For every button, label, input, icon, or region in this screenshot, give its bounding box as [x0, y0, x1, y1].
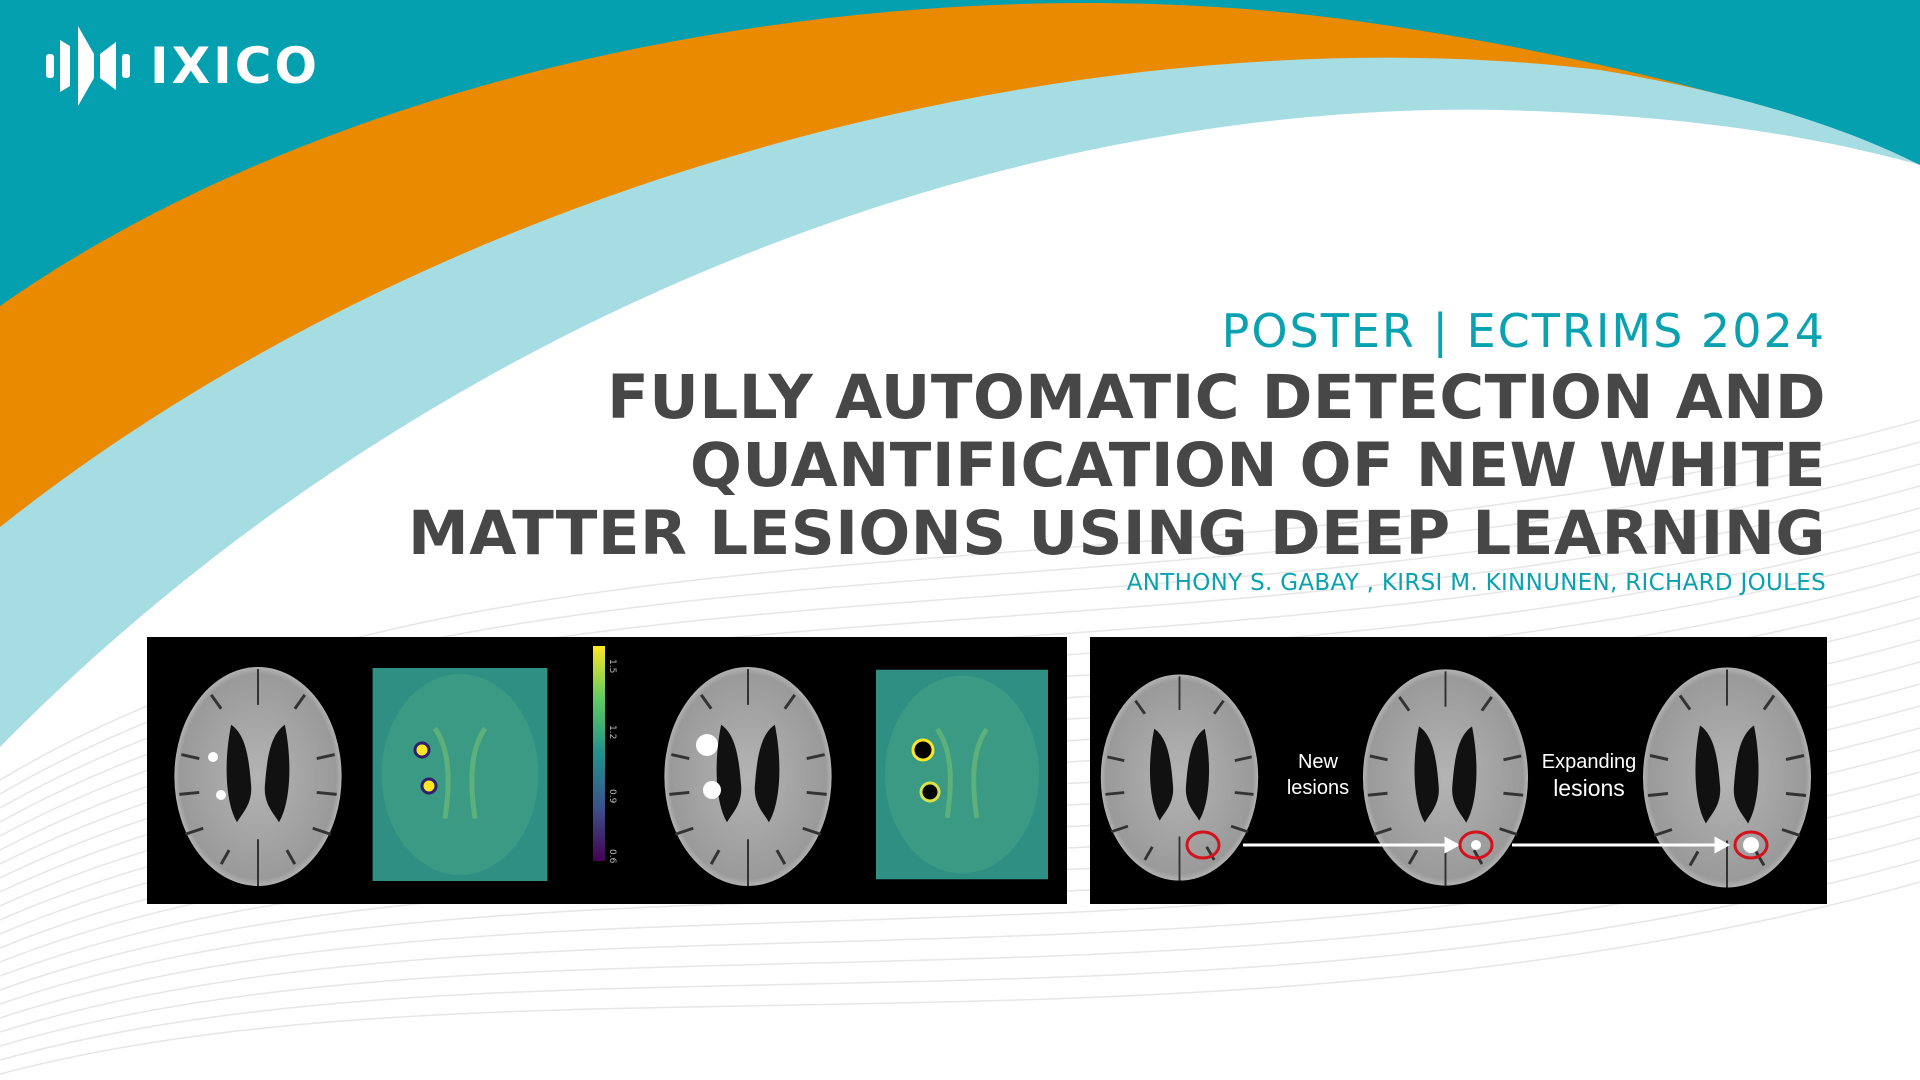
lesion-spot — [696, 734, 718, 756]
heatmap-lesion — [919, 781, 941, 803]
label-line: New — [1297, 751, 1338, 773]
figure-left-segmentation: 1.5 1.2 0.9 0.6 — [147, 637, 1067, 904]
lesion-spot — [208, 752, 218, 762]
brain-scan-baseline — [172, 665, 344, 888]
lesion-spot — [703, 781, 721, 799]
colorbar-tick: 0.6 — [607, 849, 617, 864]
colorbar-tick: 1.5 — [607, 659, 617, 673]
brain-scan-timepoint-1 — [1099, 672, 1260, 883]
label-line: lesions — [1553, 775, 1625, 801]
figure-right-lesion-progression: New lesions Expanding lesions — [1090, 637, 1827, 904]
label-line: Expanding — [1541, 751, 1637, 773]
colorbar-tick: 0.9 — [607, 789, 617, 804]
red-circle-marker — [1458, 830, 1494, 860]
title-line: QUANTIFICATION OF NEW WHITE — [690, 430, 1826, 501]
red-circle-marker — [1185, 830, 1221, 860]
colorbar-tick: 1.2 — [607, 725, 617, 739]
red-circle-marker — [1733, 830, 1769, 860]
heatmap-lesion — [413, 741, 431, 759]
lesion-spot — [1471, 840, 1481, 850]
lesion-spot — [1743, 837, 1759, 853]
poster-title: FULLY AUTOMATIC DETECTION AND QUANTIFICA… — [408, 364, 1826, 568]
poster-kicker: POSTER | ECTRIMS 2024 — [1221, 304, 1826, 358]
title-line: MATTER LESIONS USING DEEP LEARNING — [408, 498, 1826, 569]
heatmap-lesion — [911, 738, 935, 762]
brain-scan-timepoint-2 — [1361, 667, 1530, 888]
arrowhead — [1444, 836, 1461, 854]
poster-header: POSTER | ECTRIMS 2024 FULLY AUTOMATIC DE… — [408, 300, 1826, 600]
wave-line — [0, 859, 1920, 1061]
title-line: FULLY AUTOMATIC DETECTION AND — [607, 362, 1826, 433]
brain-scan-followup — [662, 665, 834, 888]
brain-scan-timepoint-3 — [1641, 665, 1813, 890]
authors: ANTHONY S. GABAY , KIRSI M. KINNUNEN, RI… — [1126, 570, 1826, 596]
heatmap-baseline — [373, 668, 548, 881]
waveform-logo-icon — [46, 26, 130, 106]
arrowhead — [1714, 836, 1731, 854]
colorbar — [593, 646, 605, 861]
lesion-spot — [216, 790, 226, 800]
label-expanding-lesions: Expanding lesions — [1529, 749, 1649, 801]
label-new-lesions: New lesions — [1268, 749, 1368, 801]
wave-line — [0, 881, 1920, 1075]
logo-text: IXICO — [150, 37, 320, 95]
ixico-logo: IXICO — [44, 24, 320, 108]
wave-line — [0, 837, 1920, 1047]
heatmap-lesion — [420, 777, 438, 795]
heatmap-followup — [876, 670, 1048, 880]
label-line: lesions — [1286, 777, 1350, 799]
